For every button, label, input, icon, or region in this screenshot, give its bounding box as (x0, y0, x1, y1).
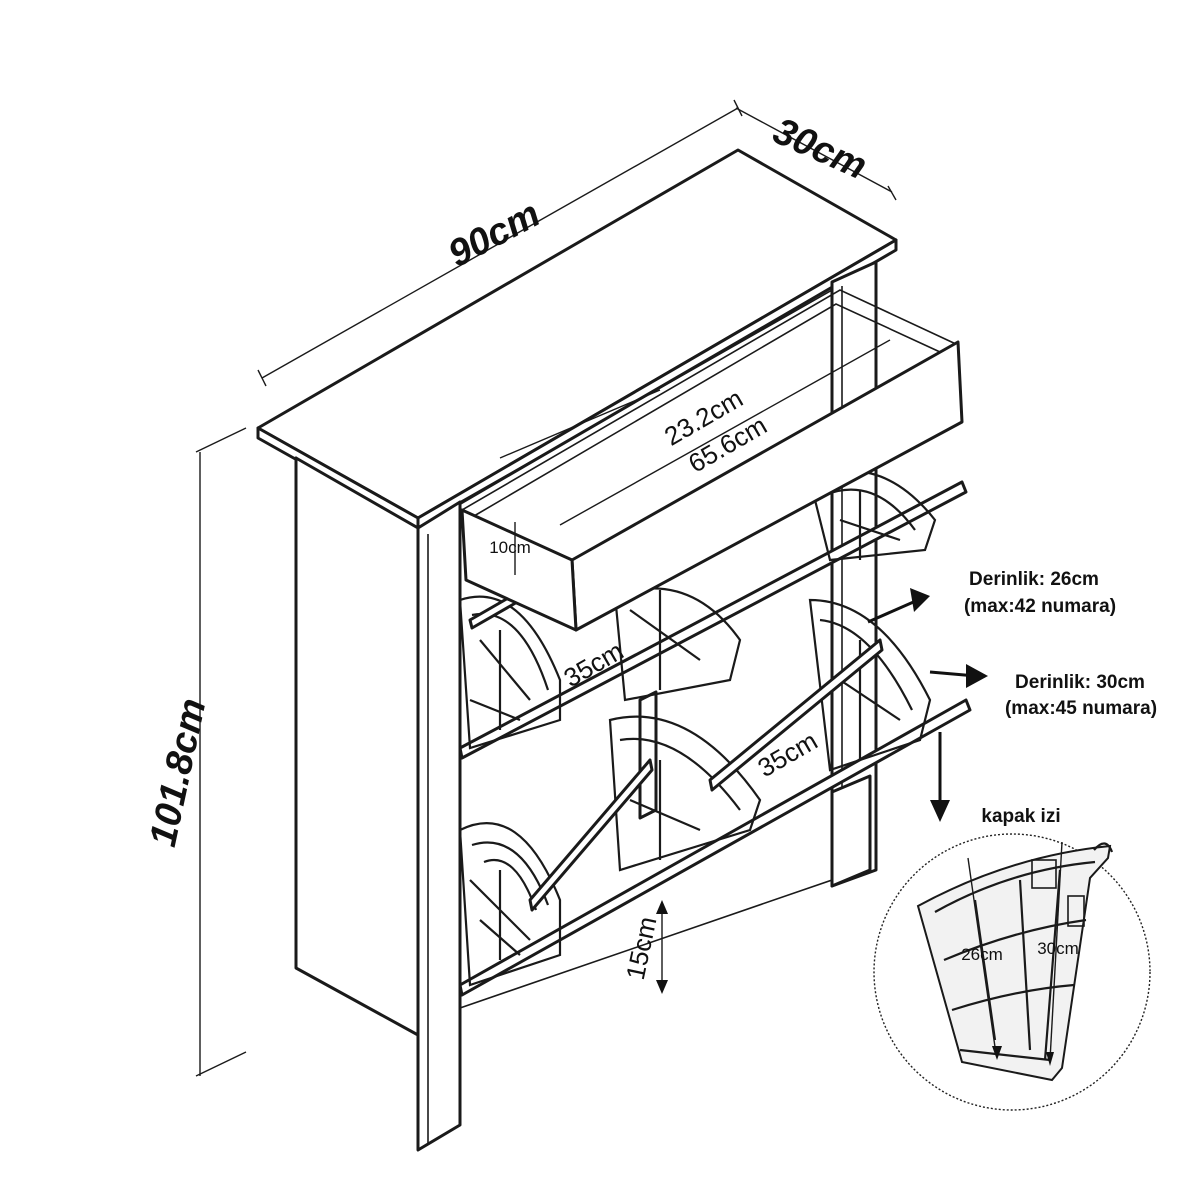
open-drawer (460, 289, 964, 632)
upper-depth-arrow (867, 588, 930, 624)
detail-pointer-arrow (930, 732, 950, 822)
detail-26cm-label: 26cm (961, 945, 1003, 964)
top-board (256, 148, 898, 530)
leg-clearance-dimension (656, 900, 668, 994)
width-dimension (257, 99, 743, 387)
middle-divider (638, 690, 658, 820)
height-label: 101.8cm (142, 695, 214, 850)
left-side-panel (294, 456, 420, 1037)
lower-max-callout: (max:45 numara) (1005, 698, 1157, 719)
upper-depth-callout: Derinlik: 26cm (969, 569, 1099, 590)
lower-depth-callout: Derinlik: 30cm (1015, 672, 1145, 693)
detail-30cm-label: 30cm (1037, 939, 1079, 958)
back-leg (830, 774, 872, 888)
height-dimension (195, 427, 247, 1077)
lower-depth-arrow (929, 664, 988, 688)
lower-flap (458, 598, 972, 997)
detail-title: kapak izi (981, 806, 1060, 827)
upper-max-callout: (max:42 numara) (964, 596, 1116, 617)
width-label: 90cm (442, 193, 548, 276)
depth-dimension (735, 107, 897, 201)
leg-clearance-label: 15cm (620, 914, 663, 982)
front-left-post (416, 500, 462, 1152)
drawer-height-label: 10cm (489, 538, 531, 557)
right-compartment-width-label: 35cm (752, 725, 822, 783)
flap-detail-inset (873, 833, 1151, 1111)
